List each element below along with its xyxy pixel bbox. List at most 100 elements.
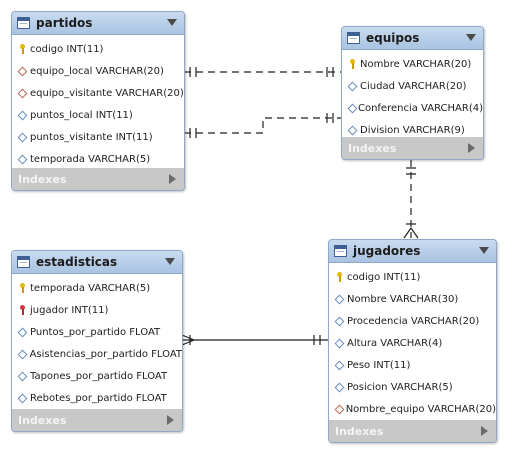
column-label: codigo INT(11) (347, 271, 421, 283)
indexes-bar[interactable]: Indexes (12, 409, 182, 431)
collapse-arrow-icon[interactable] (466, 34, 476, 41)
column-label: codigo INT(11) (30, 43, 104, 55)
column-label: Posicion VARCHAR(5) (347, 381, 453, 393)
column-icon (334, 294, 344, 304)
column-label: Nombre VARCHAR(30) (347, 293, 459, 305)
column-row[interactable]: temporada VARCHAR(5) (12, 277, 182, 299)
column-row[interactable]: Conferencia VARCHAR(4) (342, 97, 483, 119)
column-row[interactable]: codigo INT(11) (329, 266, 496, 288)
table-icon (17, 256, 30, 268)
column-label: Procedencia VARCHAR(20) (347, 315, 480, 327)
relationship-estadisticas-jugadores[interactable] (181, 334, 328, 346)
expand-arrow-icon[interactable] (167, 415, 174, 425)
table-equipos[interactable]: equipos Nombre VARCHAR(20) Ciudad VARCHA… (341, 26, 484, 160)
column-icon (17, 349, 27, 359)
column-icon (347, 103, 355, 113)
relationship-partidos-equipos-1[interactable] (184, 67, 341, 77)
column-row[interactable]: Peso INT(11) (329, 354, 496, 376)
column-row[interactable]: Posicion VARCHAR(5) (329, 376, 496, 398)
primary-key-icon (347, 59, 357, 69)
expand-arrow-icon[interactable] (169, 174, 176, 184)
table-header[interactable]: jugadores (329, 240, 496, 263)
table-header[interactable]: estadisticas (12, 251, 182, 274)
indexes-bar[interactable]: Indexes (329, 420, 496, 442)
column-row[interactable]: Ciudad VARCHAR(20) (342, 75, 483, 97)
primary-key-icon (17, 44, 27, 54)
primary-key-icon (334, 272, 344, 282)
column-label: Nombre VARCHAR(20) (360, 58, 472, 70)
foreign-key-column-icon (17, 88, 27, 98)
collapse-arrow-icon[interactable] (167, 19, 177, 26)
indexes-label: Indexes (348, 141, 397, 155)
primary-foreign-key-icon (17, 305, 27, 315)
column-row[interactable]: Division VARCHAR(9) (342, 119, 483, 141)
table-icon (347, 32, 360, 44)
column-label: Peso INT(11) (347, 359, 411, 371)
foreign-key-column-icon (17, 66, 27, 76)
column-icon (334, 382, 344, 392)
column-row[interactable]: equipo_local VARCHAR(20) (12, 60, 184, 82)
column-icon (17, 371, 27, 381)
column-label: equipo_local VARCHAR(20) (30, 65, 164, 77)
column-row[interactable]: Puntos_por_partido FLOAT (12, 321, 182, 343)
column-label: puntos_local INT(11) (30, 109, 133, 121)
expand-arrow-icon[interactable] (468, 143, 475, 153)
column-label: Conferencia VARCHAR(4) (357, 102, 483, 114)
column-icon (17, 110, 27, 120)
column-row[interactable]: jugador INT(11) (12, 299, 182, 321)
column-row[interactable]: Procedencia VARCHAR(20) (329, 310, 496, 332)
column-icon (347, 125, 357, 135)
column-row[interactable]: puntos_local INT(11) (12, 104, 184, 126)
column-row[interactable]: Nombre VARCHAR(30) (329, 288, 496, 310)
table-header[interactable]: equipos (342, 27, 483, 50)
column-label: Rebotes_por_partido FLOAT (30, 392, 167, 404)
column-row[interactable]: Tapones_por_partido FLOAT (12, 365, 182, 387)
collapse-arrow-icon[interactable] (165, 258, 175, 265)
column-icon (334, 338, 344, 348)
table-title: equipos (366, 31, 420, 45)
column-icon (17, 154, 27, 164)
column-icon (334, 360, 344, 370)
table-title: estadisticas (36, 255, 118, 269)
expand-arrow-icon[interactable] (481, 426, 488, 436)
column-row[interactable]: puntos_visitante INT(11) (12, 126, 184, 148)
column-row[interactable]: Nombre VARCHAR(20) (342, 53, 483, 75)
relationship-partidos-equipos-2[interactable] (184, 113, 341, 138)
column-label: Asistencias_por_partido FLOAT (29, 348, 182, 360)
relationship-equipos-jugadores[interactable] (403, 160, 419, 239)
table-partidos[interactable]: partidos codigo INT(11) equipo_local VAR… (11, 11, 185, 191)
column-row[interactable]: Nombre_equipo VARCHAR(20) (329, 398, 496, 420)
column-row[interactable]: temporada VARCHAR(5) (12, 148, 184, 170)
table-title: jugadores (353, 244, 421, 258)
column-label: puntos_visitante INT(11) (30, 131, 153, 143)
column-label: equipo_visitante VARCHAR(20) (30, 87, 184, 99)
primary-key-icon (17, 283, 27, 293)
column-row[interactable]: Altura VARCHAR(4) (329, 332, 496, 354)
indexes-label: Indexes (18, 413, 67, 427)
column-row[interactable]: equipo_visitante VARCHAR(20) (12, 82, 184, 104)
column-icon (17, 327, 27, 337)
column-label: jugador INT(11) (30, 304, 109, 316)
table-header[interactable]: partidos (12, 12, 184, 35)
column-row[interactable]: Asistencias_por_partido FLOAT (12, 343, 182, 365)
table-jugadores[interactable]: jugadores codigo INT(11) Nombre VARCHAR(… (328, 239, 497, 443)
column-row[interactable]: Rebotes_por_partido FLOAT (12, 387, 182, 409)
column-row[interactable]: codigo INT(11) (12, 38, 184, 60)
collapse-arrow-icon[interactable] (479, 247, 489, 254)
column-icon (17, 132, 27, 142)
column-icon (347, 81, 357, 91)
indexes-bar[interactable]: Indexes (12, 168, 184, 190)
table-title: partidos (36, 16, 93, 30)
column-label: Division VARCHAR(9) (360, 124, 465, 136)
table-icon (17, 17, 30, 29)
column-label: Altura VARCHAR(4) (347, 337, 443, 349)
column-label: temporada VARCHAR(5) (30, 282, 151, 294)
column-label: Ciudad VARCHAR(20) (360, 80, 467, 92)
column-label: Nombre_equipo VARCHAR(20) (345, 403, 496, 415)
indexes-bar[interactable]: Indexes (342, 137, 483, 159)
foreign-key-column-icon (334, 404, 343, 414)
table-estadisticas[interactable]: estadisticas temporada VARCHAR(5) jugado… (11, 250, 183, 432)
column-label: Puntos_por_partido FLOAT (30, 326, 161, 338)
column-label: temporada VARCHAR(5) (30, 153, 151, 165)
table-icon (334, 245, 347, 257)
